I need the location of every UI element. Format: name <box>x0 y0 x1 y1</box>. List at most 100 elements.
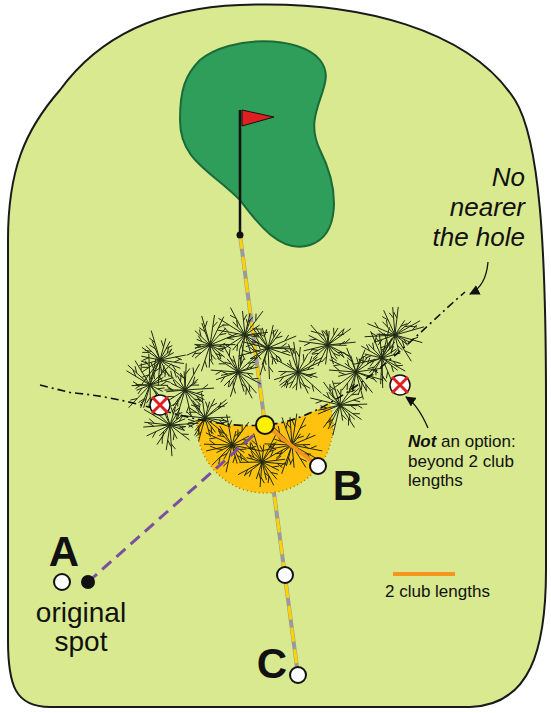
shrub-needle <box>202 316 210 345</box>
shrub-needle <box>158 374 161 380</box>
shrub-needle <box>378 339 382 345</box>
shrub-needle <box>334 366 339 370</box>
shrub-needle <box>245 462 262 475</box>
shrub-needle <box>189 418 205 427</box>
shrub-needle <box>249 347 255 351</box>
shrub-needle <box>210 446 217 449</box>
shrub-needle <box>280 372 286 376</box>
shrub-needle <box>145 350 152 351</box>
shrub-needle <box>304 345 328 351</box>
shrub-needle <box>192 385 199 386</box>
shrub-needle <box>337 389 341 395</box>
shrub-needle <box>192 351 196 357</box>
shrub-needle <box>221 377 225 383</box>
shrub-needle <box>334 353 340 356</box>
shrub-needle <box>160 355 186 360</box>
shrub-needle <box>264 358 266 365</box>
shrub-needle <box>290 417 292 445</box>
shrub-cluster <box>126 307 424 487</box>
shrub-needle <box>177 412 179 419</box>
shrub-needle <box>239 462 262 463</box>
point-letter: A <box>42 528 86 576</box>
shrub-needle <box>289 344 298 372</box>
original-to-relief-line <box>88 425 265 582</box>
shrub-needle <box>206 445 232 451</box>
shrub-needle <box>386 372 387 379</box>
shrub-needle <box>296 351 299 357</box>
shrub-needle <box>218 435 225 436</box>
shrub-needle <box>381 358 382 384</box>
shrub-needle <box>340 397 362 405</box>
shrub-needle <box>204 444 232 446</box>
shrub-needle <box>340 405 343 421</box>
shrub-needle <box>244 351 251 353</box>
drop-point <box>310 458 326 474</box>
shrub-needle <box>216 371 222 375</box>
shrub-needle <box>372 377 376 382</box>
shrub-needle <box>208 429 213 433</box>
shrub-needle <box>298 372 308 393</box>
shrub-needle <box>128 365 150 385</box>
shrub-needle <box>199 330 200 337</box>
shrub-needle <box>171 408 173 415</box>
shrub-needle <box>237 430 238 437</box>
shrub-needle <box>255 354 258 360</box>
label-box: No nearer the hole <box>415 163 525 253</box>
shrub-needle <box>167 346 169 353</box>
shrub-needle <box>316 401 323 404</box>
shrub-needle <box>238 372 252 398</box>
shrub-needle <box>142 352 149 353</box>
shrub-needle <box>285 380 287 387</box>
shrub-needle <box>291 349 296 354</box>
shrub-needle <box>170 425 189 440</box>
shrub-needle <box>209 438 216 439</box>
shrub-needle <box>328 342 356 345</box>
shrub-needle <box>245 335 251 354</box>
shrub-needle <box>171 444 175 450</box>
shrub-needle <box>255 314 256 321</box>
shrub-needle <box>228 380 229 387</box>
shrub-needle <box>281 351 288 353</box>
shrub-needle <box>225 362 232 364</box>
two-club-length-radius <box>265 425 318 466</box>
shrub-needle <box>233 456 235 463</box>
shrub-needle <box>255 350 261 353</box>
shrub-needle <box>195 345 201 349</box>
shrub-needle <box>198 426 199 433</box>
shrub-needle <box>232 381 234 388</box>
shrub-needle <box>309 349 314 354</box>
shrub-needle <box>165 389 185 390</box>
shrub-needle <box>254 329 261 330</box>
shrub-needle <box>168 440 171 446</box>
shrub-needle <box>388 346 393 351</box>
shrub-needle <box>395 327 424 335</box>
shrub-needle <box>339 372 346 374</box>
shrub-needle <box>239 449 246 450</box>
shrub-needle <box>279 377 283 383</box>
shrub-needle <box>220 417 226 421</box>
shrub-needle <box>186 406 189 413</box>
shrub-needle <box>170 415 182 425</box>
shrub-needle <box>309 339 316 341</box>
shrub-needle <box>338 372 356 376</box>
shrub-needle <box>375 322 379 328</box>
shrub-needle <box>256 327 268 348</box>
shrub-needle <box>306 433 310 439</box>
shrub-needle <box>311 325 328 345</box>
shrub-needle <box>246 319 248 326</box>
shrub-needle <box>222 324 229 325</box>
shrub-needle <box>300 425 306 428</box>
shrub-needle <box>258 343 261 349</box>
point-letter: B <box>326 462 370 510</box>
shrub-needle <box>395 321 420 335</box>
shrub-needle <box>174 359 180 362</box>
shrub-needle <box>167 390 185 401</box>
shrub-needle <box>371 332 377 336</box>
shrub-needle <box>279 450 282 456</box>
shrub-needle <box>150 385 168 386</box>
shrub-needle <box>166 346 172 349</box>
shrub-needle <box>149 345 155 349</box>
shrub-needle <box>262 328 268 348</box>
shrub-needle <box>221 372 238 375</box>
shrub-needle <box>242 354 245 360</box>
